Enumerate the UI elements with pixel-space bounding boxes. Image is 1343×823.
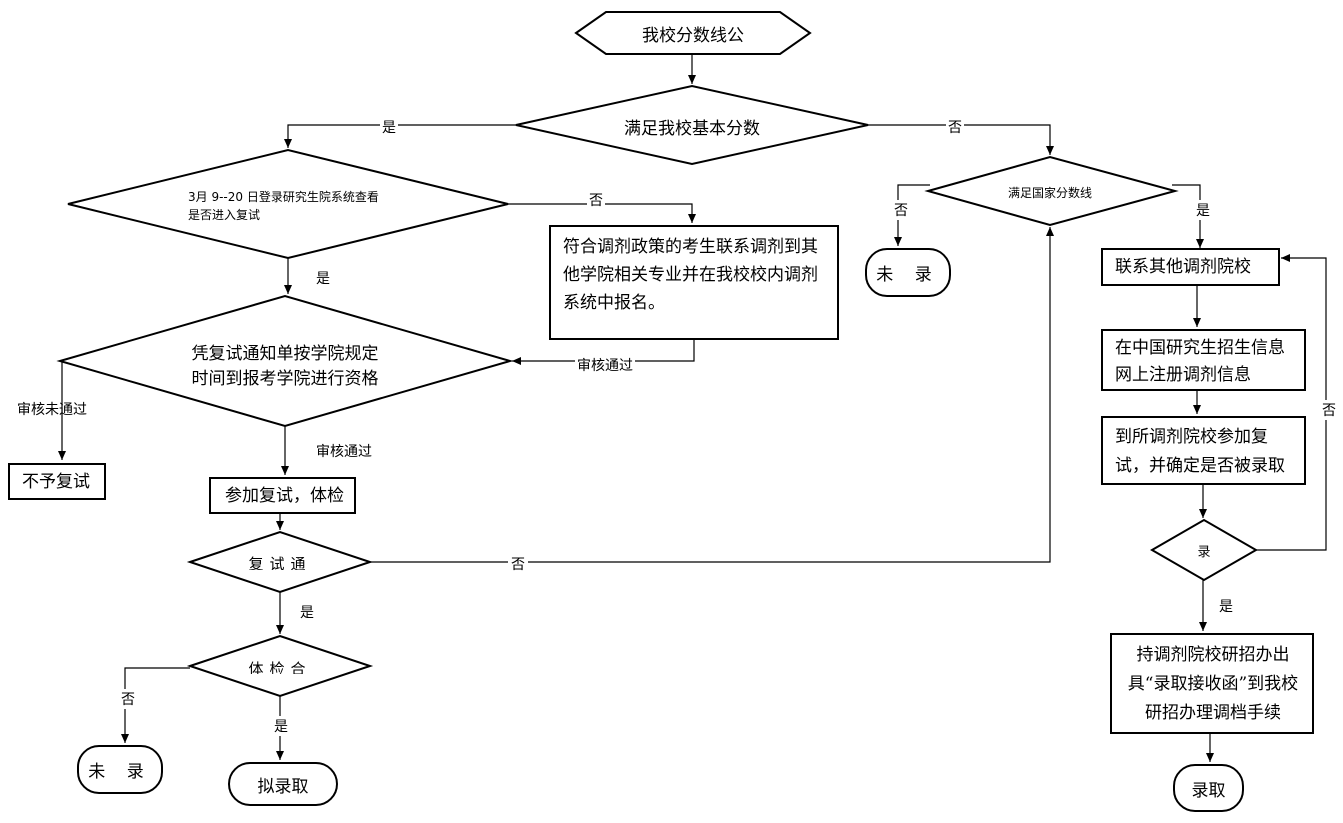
label-adjust-audit-pass: 审核通过 — [575, 355, 635, 375]
edge-basic-yes — [284, 124, 516, 148]
label-basic-no: 否 — [946, 117, 964, 137]
label-qualify-pass: 审核通过 — [316, 444, 372, 460]
label-physical-yes: 是 — [274, 716, 288, 736]
attend-retest-box: 到所调剂院校参加复试，并确定是否被录取 — [1101, 416, 1306, 485]
label-qualify-fail: 审核未通过 — [17, 402, 87, 418]
basic-score-label: 满足我校基本分数 — [624, 119, 760, 139]
not-admitted-right: 未 录 — [865, 248, 951, 297]
label-admit-no: 否 — [1322, 400, 1336, 420]
decision-qualification — [56, 294, 514, 428]
label-basic-yes: 是 — [380, 117, 398, 137]
not-admitted-left: 未 录 — [77, 745, 163, 794]
label-login-yes: 是 — [316, 271, 330, 287]
login-check-label: 3月 9--20 日登录研究生院系统查看是否进入复试 — [188, 190, 379, 222]
edge-national-no — [894, 184, 930, 246]
label-national-no: 否 — [894, 200, 908, 220]
label-retest-yes: 是 — [300, 605, 314, 621]
decision-physical-pass — [186, 634, 374, 698]
edge-login-no — [508, 203, 696, 223]
qualification-line1: 凭复试通知单按学院规定 — [191, 344, 379, 364]
edge-national-yes — [1172, 184, 1204, 248]
qualification-line2: 时间到报考学院进行资格 — [191, 369, 379, 389]
label-login-no: 否 — [587, 190, 605, 210]
acceptance-letter-box: 持调剂院校研招办出具“录取接收函”到我校研招办理调档手续 — [1110, 633, 1314, 734]
physical-pass-label: 体检合 — [248, 660, 312, 674]
label-physical-no: 否 — [121, 689, 135, 709]
contact-schools-box: 联系其他调剂院校 — [1101, 248, 1280, 286]
edge-basic-no — [868, 124, 1054, 155]
admitted-label: 录 — [1197, 545, 1211, 558]
label-national-yes: 是 — [1196, 200, 1210, 220]
retest-physical-box: 参加复试，体检 — [209, 477, 356, 514]
final-admission: 录取 — [1173, 764, 1244, 812]
label-admit-yes: 是 — [1219, 599, 1233, 615]
edge-admit-no — [1256, 254, 1327, 551]
register-info-box: 在中国研究生招生信息网上注册调剂信息 — [1101, 329, 1306, 391]
start-hexagon — [574, 11, 812, 55]
edge-physical-no — [121, 667, 190, 743]
start-label: 我校分数线公 — [642, 26, 744, 46]
decision-national-line — [924, 155, 1179, 227]
edge-retest-no — [370, 227, 1054, 563]
national-line-label: 满足国家分数线 — [1007, 186, 1092, 200]
label-retest-no: 否 — [508, 554, 528, 574]
edge-adjust-audit-pass — [512, 339, 695, 365]
retest-pass-label: 复试通 — [248, 555, 312, 570]
adjust-policy-box: 符合调剂政策的考生联系调剂到其他学院相关专业并在我校校内调剂系统中报名。 — [549, 225, 839, 340]
provisional-admission: 拟录取 — [228, 762, 338, 806]
no-retest-box: 不予复试 — [8, 463, 106, 500]
